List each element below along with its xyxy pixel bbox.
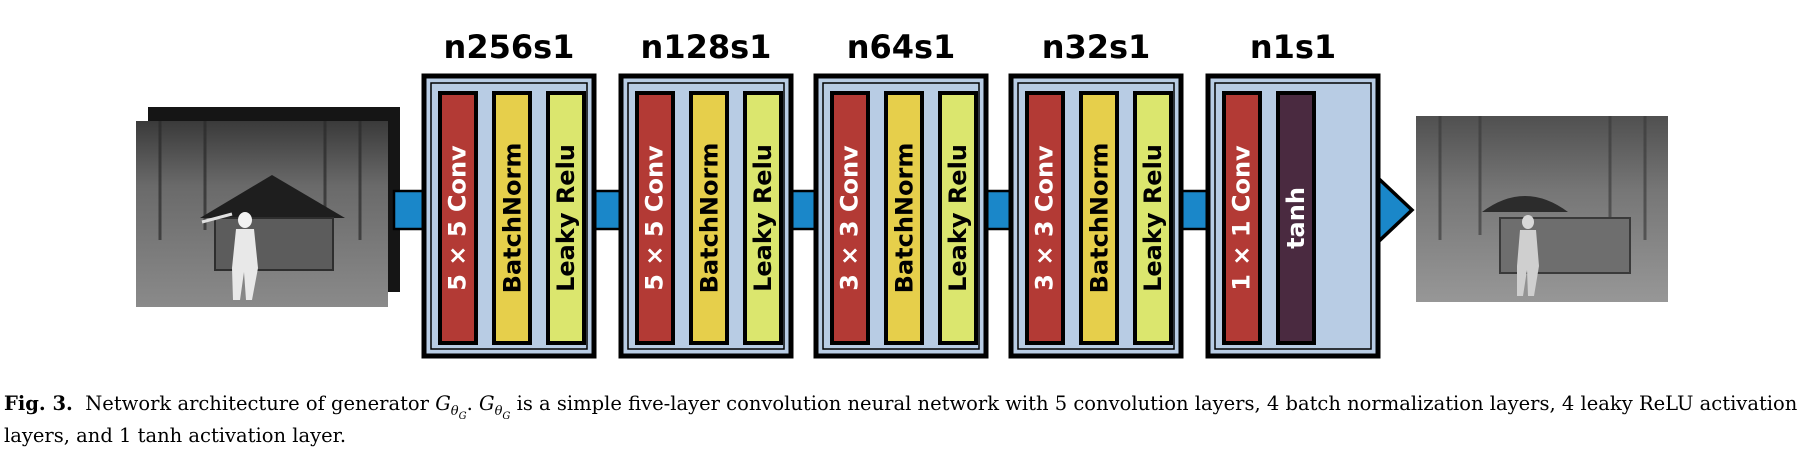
output-thermal-image xyxy=(1416,116,1668,302)
layer-block-inner-border-4 xyxy=(1214,82,1372,350)
input-image-pavilion-roof xyxy=(200,175,345,218)
layer-block-inner-border-3 xyxy=(1017,82,1175,350)
caption-text-after: is a simple five-layer convolution neura… xyxy=(4,392,1798,447)
output-image-trees xyxy=(1438,116,1647,240)
generator-architecture-diagram xyxy=(136,73,1668,359)
layer-bar-relu-1 xyxy=(743,91,783,345)
input-image-umbrella xyxy=(201,212,233,224)
layer-bar-bn-0 xyxy=(492,91,532,345)
layer-block-inner-border-1 xyxy=(627,82,785,350)
layer-block-title-4: n1s1 xyxy=(1249,28,1337,66)
connector-0 xyxy=(392,189,426,231)
layer-bar-relu-3 xyxy=(1133,91,1173,345)
layer-bar-tanh-4 xyxy=(1276,91,1316,345)
input-image-person-body xyxy=(232,229,258,300)
caption-symbol-1: GθG xyxy=(435,392,467,422)
output-image-person-body xyxy=(1517,230,1539,296)
layer-bar-relu-2 xyxy=(938,91,978,345)
figure-caption: Fig. 3. Network architecture of generato… xyxy=(4,392,1798,447)
layer-block-title-1: n128s1 xyxy=(640,28,772,66)
caption-label: Fig. 3. xyxy=(4,392,73,415)
output-image-person-head xyxy=(1522,215,1534,229)
input-image-person-head xyxy=(238,212,252,228)
layer-bar-conv-4 xyxy=(1222,91,1262,345)
layer-block-inner-border-0 xyxy=(430,82,588,350)
layer-bar-conv-3 xyxy=(1025,91,1065,345)
output-image-umbrella xyxy=(1482,196,1568,212)
layer-block-title-2: n64s1 xyxy=(846,28,956,66)
caption-symbol-2: GθG xyxy=(479,392,511,422)
layer-bar-bn-2 xyxy=(884,91,924,345)
layer-blocks xyxy=(421,73,1381,359)
layer-block-inner-border-2 xyxy=(822,82,980,350)
caption-text-before: Network architecture of generator xyxy=(85,392,429,415)
layer-bar-conv-2 xyxy=(830,91,870,345)
layer-bar-conv-1 xyxy=(635,91,675,345)
layer-block-title-0: n256s1 xyxy=(443,28,575,66)
layer-bar-relu-0 xyxy=(546,91,586,345)
layer-bar-bn-1 xyxy=(689,91,729,345)
layer-bar-bn-3 xyxy=(1079,91,1119,345)
layer-bar-conv-0 xyxy=(438,91,478,345)
input-thermal-image xyxy=(136,107,400,307)
layer-block-title-3: n32s1 xyxy=(1041,28,1151,66)
